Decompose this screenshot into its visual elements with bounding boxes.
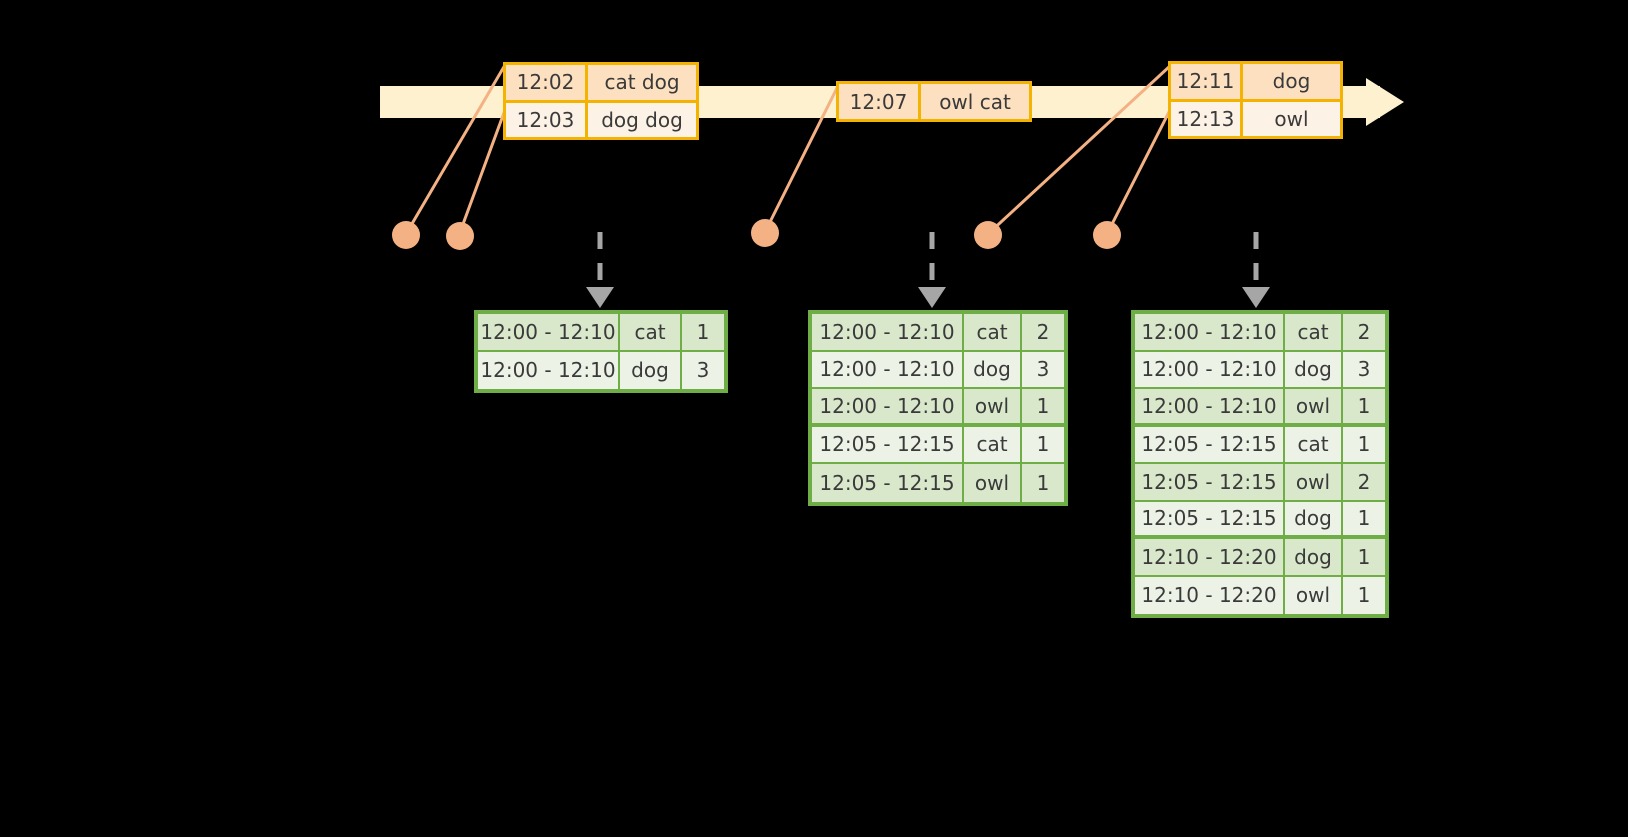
table-row[interactable]: 12:05 - 12:15 cat 1 (1135, 426, 1385, 464)
dashed-arrow-1 (586, 232, 1270, 308)
table-row[interactable]: 12:00 - 12:10 cat 2 (812, 314, 1064, 352)
result-table-3[interactable]: 12:00 - 12:10 cat 2 12:00 - 12:10 dog 3 … (1131, 310, 1389, 618)
cell-window: 12:05 - 12:15 (1135, 501, 1285, 539)
cell-window: 12:10 - 12:20 (1135, 576, 1285, 614)
table-row[interactable]: 12:00 - 12:10 dog 3 (1135, 351, 1385, 389)
cell-window: 12:00 - 12:10 (478, 351, 620, 389)
event-time: 12:11 (1171, 64, 1243, 99)
table-row[interactable]: 12:05 - 12:15 owl 1 (812, 464, 1064, 502)
cell-count: 1 (1022, 426, 1064, 464)
cell-count: 1 (1343, 426, 1385, 464)
cell-count: 3 (1343, 351, 1385, 389)
event-row[interactable]: 12:07 owl cat (839, 84, 1029, 119)
event-payload: dog (1243, 64, 1340, 99)
cell-window: 12:05 - 12:15 (1135, 426, 1285, 464)
cell-window: 12:00 - 12:10 (1135, 351, 1285, 389)
event-payload: cat dog (588, 65, 696, 100)
cell-window: 12:00 - 12:10 (812, 314, 964, 352)
event-row[interactable]: 12:13 owl (1171, 98, 1340, 136)
cell-count: 1 (1343, 539, 1385, 577)
event-payload: dog dog (588, 102, 696, 137)
cell-key: owl (1285, 464, 1343, 502)
table-row[interactable]: 12:00 - 12:10 cat 1 (478, 314, 724, 352)
event-group-2[interactable]: 12:07 owl cat (836, 81, 1032, 122)
cell-key: cat (620, 314, 682, 352)
cell-key: owl (1285, 576, 1343, 614)
cell-count: 2 (1343, 464, 1385, 502)
result-table-1[interactable]: 12:00 - 12:10 cat 1 12:00 - 12:10 dog 3 (474, 310, 728, 393)
cell-key: owl (1285, 389, 1343, 427)
event-payload: owl cat (921, 84, 1029, 119)
event-row[interactable]: 12:03 dog dog (506, 99, 696, 137)
event-time: 12:03 (506, 102, 588, 137)
table-row[interactable]: 12:05 - 12:15 owl 2 (1135, 464, 1385, 502)
event-row[interactable]: 12:02 cat dog (506, 65, 696, 100)
cell-count: 1 (1022, 464, 1064, 502)
event-dot-2 (446, 222, 474, 250)
event-group-3[interactable]: 12:11 dog 12:13 owl (1168, 61, 1343, 139)
cell-count: 1 (1022, 389, 1064, 427)
table-row[interactable]: 12:05 - 12:15 cat 1 (812, 426, 1064, 464)
cell-key: cat (1285, 426, 1343, 464)
cell-window: 12:00 - 12:10 (478, 314, 620, 352)
cell-window: 12:05 - 12:15 (812, 426, 964, 464)
table-row[interactable]: 12:10 - 12:20 dog 1 (1135, 539, 1385, 577)
cell-window: 12:00 - 12:10 (1135, 389, 1285, 427)
cell-count: 1 (682, 314, 724, 352)
event-time: 12:07 (839, 84, 921, 119)
cell-count: 2 (1343, 314, 1385, 352)
cell-count: 1 (1343, 576, 1385, 614)
cell-window: 12:05 - 12:15 (1135, 464, 1285, 502)
cell-key: owl (964, 389, 1022, 427)
event-connectors (404, 64, 1172, 236)
timeline-arrowhead (1366, 78, 1404, 126)
cell-key: dog (964, 351, 1022, 389)
cell-key: cat (1285, 314, 1343, 352)
event-group-1[interactable]: 12:02 cat dog 12:03 dog dog (503, 62, 699, 140)
cell-window: 12:05 - 12:15 (812, 464, 964, 502)
event-dot-3 (751, 219, 779, 247)
table-row[interactable]: 12:00 - 12:10 dog 3 (812, 351, 1064, 389)
table-row[interactable]: 12:00 - 12:10 cat 2 (1135, 314, 1385, 352)
event-dot-4 (974, 221, 1002, 249)
table-row[interactable]: 12:00 - 12:10 owl 1 (1135, 389, 1385, 427)
cell-window: 12:10 - 12:20 (1135, 539, 1285, 577)
table-row[interactable]: 12:10 - 12:20 owl 1 (1135, 576, 1385, 614)
cell-count: 3 (1022, 351, 1064, 389)
cell-key: dog (1285, 351, 1343, 389)
event-time: 12:13 (1171, 101, 1243, 136)
cell-window: 12:00 - 12:10 (812, 389, 964, 427)
event-time: 12:02 (506, 65, 588, 100)
cell-count: 3 (682, 351, 724, 389)
cell-count: 1 (1343, 501, 1385, 539)
cell-key: dog (1285, 501, 1343, 539)
table-row[interactable]: 12:00 - 12:10 owl 1 (812, 389, 1064, 427)
cell-window: 12:00 - 12:10 (812, 351, 964, 389)
cell-window: 12:00 - 12:10 (1135, 314, 1285, 352)
cell-count: 1 (1343, 389, 1385, 427)
event-row[interactable]: 12:11 dog (1171, 64, 1340, 99)
cell-key: cat (964, 426, 1022, 464)
table-row[interactable]: 12:00 - 12:10 dog 3 (478, 351, 724, 389)
result-table-2[interactable]: 12:00 - 12:10 cat 2 12:00 - 12:10 dog 3 … (808, 310, 1068, 506)
event-payload: owl (1243, 101, 1340, 136)
cell-key: dog (1285, 539, 1343, 577)
cell-key: owl (964, 464, 1022, 502)
cell-key: dog (620, 351, 682, 389)
cell-count: 2 (1022, 314, 1064, 352)
cell-key: cat (964, 314, 1022, 352)
event-dot-1 (392, 221, 420, 249)
table-row[interactable]: 12:05 - 12:15 dog 1 (1135, 501, 1385, 539)
event-dot-5 (1093, 221, 1121, 249)
